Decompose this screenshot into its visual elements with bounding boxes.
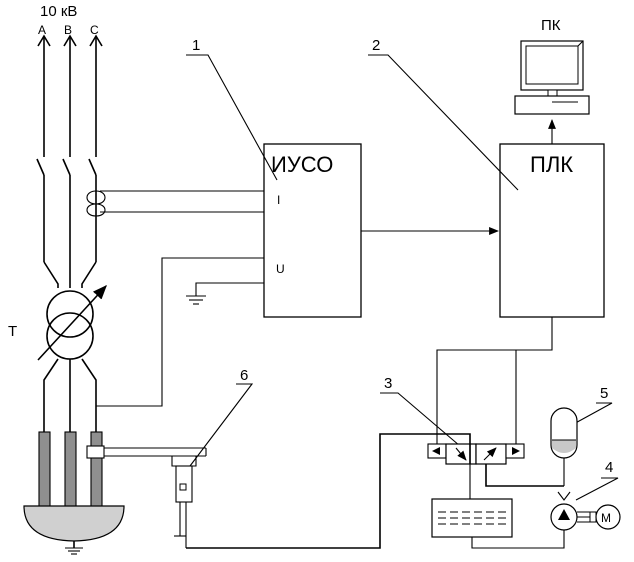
level-sensor xyxy=(86,445,207,548)
plc-title: ПЛК xyxy=(530,152,573,177)
callout-3: 3 xyxy=(384,375,392,392)
iuso-input-u: U xyxy=(276,262,285,276)
electrode-boiler xyxy=(23,431,125,555)
plc-valve-control-lines xyxy=(436,317,553,444)
callout-6: 6 xyxy=(240,367,248,384)
voltage-measurement-line xyxy=(96,257,264,407)
callout-leaders xyxy=(186,54,619,501)
power-transformer xyxy=(37,284,107,361)
ground-symbol xyxy=(186,282,264,305)
phase-a-label: A xyxy=(38,23,46,37)
phase-b-label: B xyxy=(64,23,72,37)
pump-unit xyxy=(550,491,621,531)
busbar-phases xyxy=(36,34,103,288)
current-transformer xyxy=(86,190,264,217)
iuso-input-i: I xyxy=(277,193,280,207)
tank-return-line xyxy=(471,530,565,549)
plc-block xyxy=(499,143,605,318)
distribution-valve xyxy=(427,443,525,465)
callout-4: 4 xyxy=(605,459,613,476)
phase-c-label: C xyxy=(90,23,99,37)
iuso-block xyxy=(263,143,362,318)
callout-1: 1 xyxy=(192,37,200,54)
iuso-title: ИУСО xyxy=(271,152,333,177)
lower-phases xyxy=(43,358,97,432)
pressure-line xyxy=(485,464,564,487)
voltage-label: 10 кВ xyxy=(40,3,77,20)
water-tank xyxy=(431,498,513,538)
callout-2: 2 xyxy=(372,37,380,54)
computer-icon xyxy=(514,40,590,115)
accumulator xyxy=(550,407,578,486)
pc-label: ПК xyxy=(541,17,561,34)
callout-5: 5 xyxy=(600,385,608,402)
motor-label: М xyxy=(601,511,611,525)
sensor-feedback-line xyxy=(186,433,471,549)
transformer-label: Т xyxy=(8,323,17,340)
